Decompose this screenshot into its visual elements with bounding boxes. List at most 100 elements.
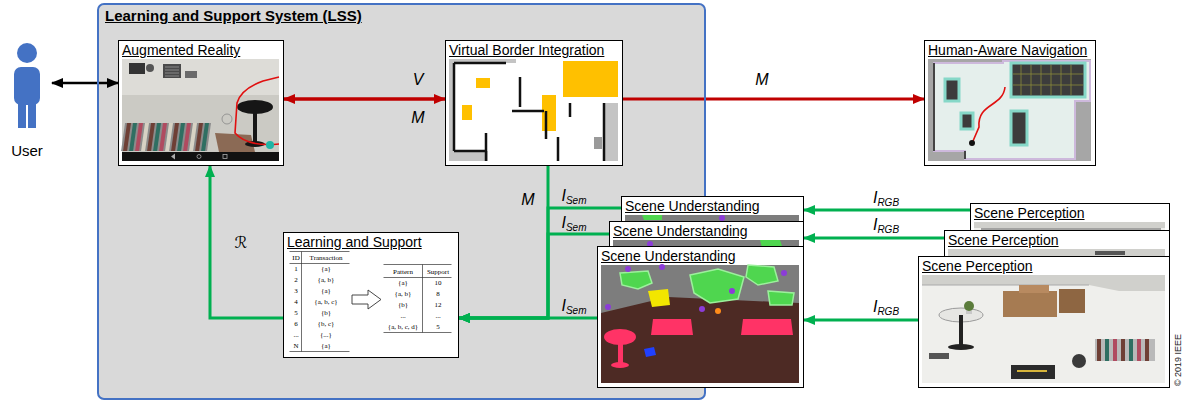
ar-screenshot bbox=[122, 152, 279, 161]
segmentation-image bbox=[611, 362, 629, 368]
table-cell: 4 bbox=[294, 299, 298, 306]
user-icon bbox=[14, 67, 40, 105]
table-cell: 5 bbox=[436, 324, 440, 331]
box-title: Augmented Reality bbox=[119, 41, 243, 58]
ar-screenshot bbox=[197, 155, 201, 159]
module-box: Scene Perception bbox=[918, 256, 1170, 388]
border-map bbox=[594, 137, 602, 149]
system-boundary: Learning and Support System (LSS) bbox=[97, 3, 706, 400]
signal-label: IRGB bbox=[873, 217, 899, 235]
camera-image bbox=[929, 353, 949, 359]
camera-image bbox=[1003, 291, 1057, 317]
table-cell: {a} bbox=[321, 288, 331, 295]
table-cell: 6 bbox=[294, 321, 298, 328]
table-cell: ... bbox=[435, 313, 440, 320]
segmentation-image bbox=[699, 306, 705, 312]
camera-image bbox=[1113, 339, 1117, 361]
segmentation-image bbox=[768, 291, 794, 305]
navigation-map bbox=[945, 79, 959, 101]
module-box: Human-Aware Navigation bbox=[924, 40, 1096, 166]
camera-image bbox=[922, 285, 1089, 286]
box-title: Scene Understanding bbox=[598, 247, 739, 264]
segmentation-image bbox=[642, 215, 662, 220]
table-cell: {b, c} bbox=[318, 321, 335, 328]
module-box: Augmented Reality bbox=[118, 40, 284, 166]
camera-image bbox=[1019, 285, 1049, 293]
box-title: Learning and Support bbox=[284, 233, 425, 250]
table-cell: {b} bbox=[321, 310, 331, 317]
user-icon bbox=[28, 96, 36, 128]
connector bbox=[804, 209, 970, 212]
signal-label: ISem bbox=[561, 298, 586, 316]
segmentation-image bbox=[781, 270, 787, 276]
signal-label: ISem bbox=[561, 215, 586, 233]
table-cell: {a} bbox=[398, 280, 408, 287]
camera-image bbox=[1011, 365, 1055, 379]
camera-image bbox=[1017, 370, 1047, 372]
border-map bbox=[462, 105, 472, 120]
pattern-tables bbox=[384, 265, 452, 333]
segmentation-image bbox=[601, 297, 799, 383]
segmentation-image bbox=[605, 304, 611, 310]
ar-screenshot bbox=[185, 71, 197, 78]
camera-image bbox=[948, 344, 974, 350]
user-icon bbox=[14, 43, 40, 128]
camera-image bbox=[1095, 251, 1125, 255]
ar-screenshot bbox=[146, 64, 154, 72]
table-cell: 5 bbox=[294, 310, 298, 317]
table-cell: {a} bbox=[321, 343, 331, 350]
table-cell: {a} bbox=[321, 266, 331, 273]
module-box: Learning and Support bbox=[283, 232, 459, 358]
camera-image bbox=[922, 275, 1165, 383]
table-cell: 3 bbox=[294, 288, 298, 295]
table-cell: {...} bbox=[320, 332, 332, 339]
signal-label: M bbox=[411, 110, 424, 126]
box-title: Human-Aware Navigation bbox=[925, 41, 1090, 58]
camera-image bbox=[1121, 339, 1125, 361]
table-cell: 8 bbox=[436, 291, 440, 298]
signal-label: ℛ bbox=[235, 235, 248, 251]
border-map bbox=[542, 95, 556, 131]
segmentation-image bbox=[648, 289, 670, 307]
box-title: Scene Perception bbox=[945, 231, 1062, 248]
segmentation-image bbox=[715, 308, 721, 314]
camera-image bbox=[1129, 339, 1133, 361]
box-title: Virtual Border Integration bbox=[446, 41, 607, 58]
camera-image bbox=[1095, 339, 1155, 361]
camera-image bbox=[1059, 289, 1085, 313]
camera-image bbox=[1097, 339, 1101, 361]
table-cell: 12 bbox=[435, 302, 442, 309]
navigation-map bbox=[928, 59, 1091, 161]
signal-label: ISem bbox=[561, 188, 586, 206]
connector bbox=[284, 98, 445, 101]
navigation-map bbox=[934, 63, 965, 159]
table-cell: N bbox=[293, 343, 298, 350]
connector bbox=[284, 98, 445, 101]
connector bbox=[804, 237, 944, 240]
segmentation-image bbox=[620, 271, 652, 289]
box-title: Scene Understanding bbox=[610, 222, 751, 239]
ar-screenshot bbox=[122, 59, 279, 161]
table-cell: Pattern bbox=[393, 269, 413, 276]
ar-screenshot bbox=[121, 123, 211, 151]
table-cell: {b} bbox=[398, 302, 408, 309]
segmentation-image bbox=[625, 266, 631, 272]
table-cell: {a, b} bbox=[395, 291, 412, 298]
box-title: User bbox=[11, 142, 43, 160]
navigation-map bbox=[961, 113, 973, 129]
table-cell: 10 bbox=[435, 280, 442, 287]
module-box: Virtual Border Integration bbox=[445, 40, 623, 166]
table-cell: {a, b, c, d} bbox=[388, 324, 418, 331]
camera-image bbox=[1137, 339, 1141, 361]
table-cell: ... bbox=[293, 332, 298, 339]
segmentation-image bbox=[659, 264, 665, 270]
signal-label: M bbox=[755, 72, 768, 88]
connector bbox=[459, 317, 597, 320]
camera-image bbox=[974, 222, 1165, 228]
signal-label: IRGB bbox=[873, 299, 899, 317]
camera-image bbox=[1145, 339, 1149, 361]
table-cell: {a, b} bbox=[318, 277, 335, 284]
module-box: Scene Understanding bbox=[597, 246, 804, 388]
camera-image bbox=[919, 257, 1168, 386]
box-title: Learning and Support System (LSS) bbox=[99, 5, 362, 25]
